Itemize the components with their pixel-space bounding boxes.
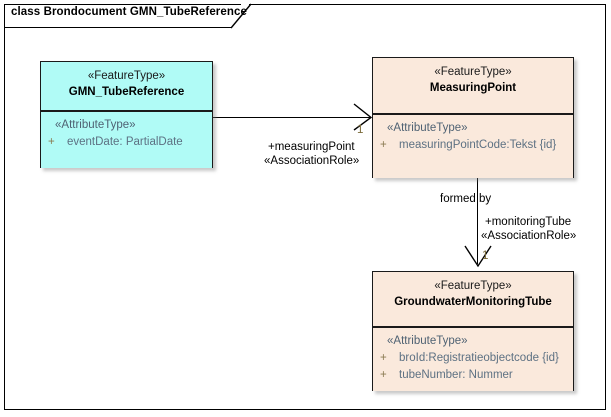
attribute-visibility-measuring-point-code: +	[380, 138, 387, 151]
attribute-stereotype-gmn-tube-reference: «AttributeType»	[55, 118, 136, 131]
frame-top-border	[249, 4, 606, 5]
class-box-groundwater-monitoring-tube[interactable]: «FeatureType» GroundwaterMonitoringTube …	[372, 271, 574, 391]
attribute-visibility-bro-id: +	[380, 351, 387, 364]
attribute-stereotype-measuring-point: «AttributeType»	[387, 121, 468, 134]
attribute-visibility-event-date: +	[48, 135, 55, 148]
association-line-vertical	[477, 178, 479, 264]
class-box-measuring-point[interactable]: «FeatureType» MeasuringPoint «AttributeT…	[372, 57, 574, 178]
class-attributes-gmn-tube-reference: «AttributeType» + eventDate: PartialDate	[41, 111, 212, 168]
class-divider-gmn-tube-reference	[41, 110, 212, 112]
attribute-row-measuring-point-code: + measuringPointCode:Tekst {id}	[380, 137, 569, 154]
attribute-stereotype-groundwater-monitoring-tube: «AttributeType»	[387, 334, 468, 347]
frame-tab-top-border	[4, 4, 241, 5]
class-name-gmn-tube-reference: GMN_TubeReference	[68, 86, 185, 98]
class-attributes-measuring-point: «AttributeType» + measuringPointCode:Tek…	[373, 114, 573, 178]
attribute-row-bro-id: + broId:Registratieobjectcode {id}	[380, 350, 569, 367]
diagram-title: class Brondocument GMN_TubeReference	[11, 6, 247, 18]
frame-bottom-border	[4, 409, 606, 410]
association-stereotype-monitoring-tube-clip: «AssociationRole»	[481, 229, 605, 244]
class-stereotype-gmn-tube-reference: «FeatureType»	[87, 70, 166, 82]
attribute-text-bro-id: broId:Registratieobjectcode {id}	[399, 351, 559, 364]
frame-tab-slash-icon	[231, 3, 252, 29]
association-role-monitoring-tube: +monitoringTube	[485, 216, 572, 228]
attribute-text-event-date: eventDate: PartialDate	[67, 135, 183, 148]
association-stereotype-measuring-point: «AssociationRole»	[264, 155, 360, 167]
class-header-measuring-point: «FeatureType» MeasuringPoint	[373, 58, 573, 113]
frame-left-border	[4, 4, 5, 410]
association-role-measuring-point: +measuringPoint	[268, 141, 355, 153]
association-multiplicity-monitoring-tube: 1	[482, 250, 489, 262]
class-stereotype-groundwater-monitoring-tube: «FeatureType»	[434, 280, 512, 292]
attribute-row-tube-number: + tubeNumber: Nummer	[380, 367, 569, 384]
association-stereotype-monitoring-tube: «AssociationRole»	[481, 230, 577, 242]
association-multiplicity-measuring-point: 1	[357, 124, 364, 136]
class-name-groundwater-monitoring-tube: GroundwaterMonitoringTube	[394, 296, 552, 308]
class-divider-measuring-point	[373, 113, 573, 115]
class-box-gmn-tube-reference[interactable]: «FeatureType» GMN_TubeReference «Attribu…	[40, 61, 213, 168]
association-arrowhead-open-down-icon	[464, 245, 492, 268]
association-name-formed-by: formed by	[440, 193, 492, 205]
class-header-gmn-tube-reference: «FeatureType» GMN_TubeReference	[41, 62, 212, 110]
attribute-text-measuring-point-code: measuringPointCode:Tekst {id}	[399, 138, 557, 151]
association-arrowhead-open-right-icon	[353, 103, 373, 131]
attribute-visibility-tube-number: +	[380, 368, 387, 381]
frame-right-border	[605, 4, 606, 410]
class-name-measuring-point: MeasuringPoint	[429, 82, 517, 94]
frame-tab-bottom-border	[4, 27, 231, 28]
attribute-row-event-date: + eventDate: PartialDate	[48, 134, 208, 151]
attribute-text-tube-number: tubeNumber: Nummer	[399, 368, 513, 381]
class-divider-groundwater-monitoring-tube	[373, 326, 573, 328]
class-header-groundwater-monitoring-tube: «FeatureType» GroundwaterMonitoringTube	[373, 272, 573, 326]
association-line-horizontal	[213, 117, 371, 119]
class-stereotype-measuring-point: «FeatureType»	[434, 66, 512, 78]
class-attributes-groundwater-monitoring-tube: «AttributeType» + broId:Registratieobjec…	[373, 327, 573, 391]
